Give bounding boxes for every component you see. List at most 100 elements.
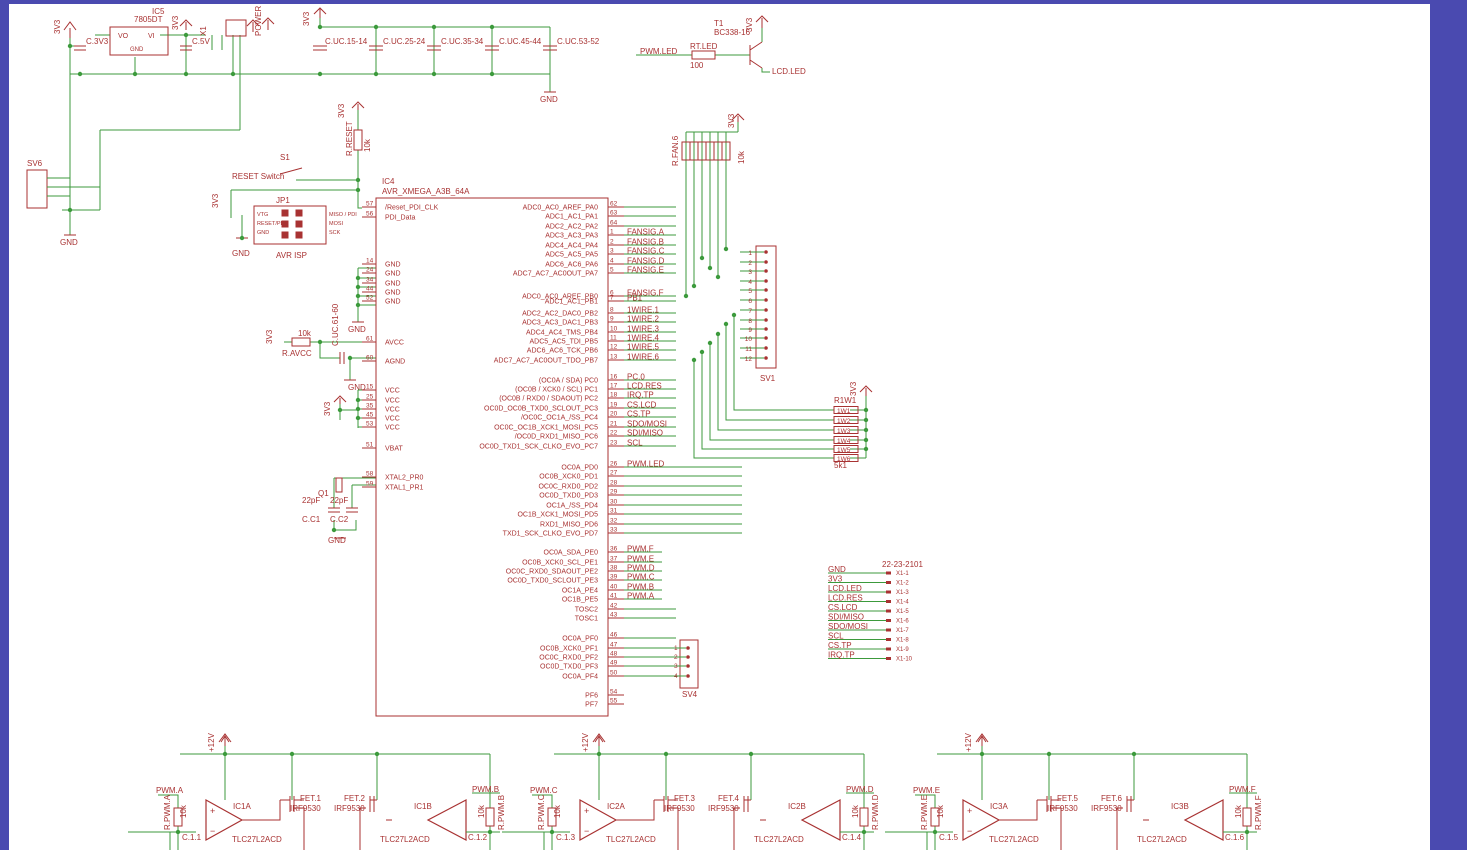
- mcu-right-pin-label: OC0D_TXD0_PD3: [539, 493, 598, 500]
- mcu-right-pin-label: TXD1_SCK_CLKO_EVO_PD7: [503, 531, 598, 538]
- mcu-right-pin-label: ADC7_AC7_AC0OUT_TDO_PB7: [494, 358, 598, 365]
- x1-pin-label: X1-8: [896, 638, 909, 644]
- supply-label-3v3-c: 3V3: [302, 11, 311, 26]
- junction-dot: [374, 751, 380, 757]
- mcu-right-pin-label: OC0B_XCK0_PD1: [539, 474, 598, 481]
- input-b-resistor-label: R.PWM.D: [871, 794, 880, 830]
- mcu-right-pin-label: OC1B_XCK1_MOSI_PD5: [517, 512, 598, 519]
- mcu-net-label: PWM.D: [627, 564, 655, 573]
- x1-pin-contact: [886, 628, 891, 632]
- mcu-right-pin-label: OC0C_RXD0_SDAOUT_PE2: [506, 569, 598, 576]
- mcu-left-pin-label: GND: [385, 262, 401, 269]
- junction-dot: [175, 829, 181, 835]
- mcu-net-label: FANSIG.E: [627, 266, 664, 275]
- opamp-a-name: IC3A: [990, 802, 1008, 811]
- sv1-label: SV1: [760, 374, 776, 383]
- sv6-connector: [26, 169, 48, 209]
- gnd-label-agnd: GND: [348, 383, 366, 392]
- x1-pin-label: X1-4: [896, 600, 909, 606]
- mcu-net-label: PWM.B: [627, 583, 654, 592]
- mcu-left-pin-label: GND: [385, 281, 401, 288]
- opamp-b-value: TLC27L2ACD: [380, 835, 430, 844]
- ic5-vi-label: VI: [148, 33, 155, 40]
- input-resistor-value: 10k: [553, 804, 562, 818]
- mcu-left-pin-label: VCC: [385, 407, 400, 414]
- left-parts: SV6 GND R.RESET 10k 3V3 S1 RESET Switch …: [26, 101, 376, 545]
- c1-value: 22pF: [302, 496, 320, 505]
- mcu-net-label: FANSIG.B: [627, 238, 664, 247]
- input-b-resistor: [859, 807, 869, 827]
- mcu-name: IC4: [382, 177, 395, 186]
- mcu-right-pin-num: 17: [610, 383, 618, 390]
- junction-dot: [596, 751, 602, 757]
- x1-pin-contact: [886, 590, 891, 594]
- gnd-label-isp: GND: [232, 249, 250, 258]
- r1w-resistor: [833, 416, 859, 424]
- mcu-right-pin-label: (OC0B / XCK0 / SCL) PC1: [515, 387, 598, 394]
- mcu-right-pin-num: 9: [610, 316, 614, 323]
- gnd-label-xtal: GND: [328, 536, 346, 545]
- mcu-right-pin-num: 36: [610, 546, 618, 553]
- mcu-left-pin-num: 56: [366, 211, 374, 218]
- sv1-pin-num: 10: [745, 336, 753, 343]
- mcu-right-pin-num: 7: [610, 295, 614, 302]
- sv1-pin-num: 12: [745, 356, 753, 363]
- mcu-right-pin-label: OC0D_OC0B_TXD0_SCLOUT_PC3: [484, 406, 598, 413]
- input-resistor-value: 10k: [936, 804, 945, 818]
- sv1-pin-contact: [764, 288, 768, 292]
- mcu-right-pin-num: 46: [610, 632, 618, 639]
- opamp-a-value: TLC27L2ACD: [606, 835, 656, 844]
- input-resistor-value: 10k: [179, 804, 188, 818]
- mcu-right-pin-num: 62: [610, 201, 618, 208]
- mcu-right-pin-label: ADC1_AC1_PA1: [545, 214, 598, 221]
- c-c2-label: C.C2: [330, 515, 349, 524]
- mcu-right-pin-num: 2: [610, 239, 614, 246]
- junction-dot: [979, 751, 985, 757]
- sv4-pin-contact: [686, 646, 690, 650]
- mcu-left-pin-num: 24: [366, 267, 374, 274]
- x1-pin-label: X1-2: [896, 581, 909, 587]
- isp-right-2: MOSI: [329, 221, 344, 227]
- opamp-a-name: IC2A: [607, 802, 625, 811]
- gnd-label-top: GND: [540, 95, 558, 104]
- input-b-resistor: [1242, 807, 1252, 827]
- mcu-right-pin-label: TOSC1: [575, 616, 598, 623]
- supply-12v-symbol: [975, 733, 989, 746]
- mcu-right-pin-label: ADC6_AC6_PA6: [545, 262, 598, 269]
- x1-pin-contact: [886, 600, 891, 603]
- mcu-right-pin-label: RXD1_MISO_PD6: [540, 522, 598, 529]
- supply-label-3v3-b: 3V3: [171, 15, 180, 30]
- opamp-a-value: TLC27L2ACD: [232, 835, 282, 844]
- junction-dot: [861, 829, 867, 835]
- fet-b: [359, 796, 392, 850]
- sv1-pin-num: 11: [745, 346, 752, 353]
- r-fan-value: 10k: [737, 150, 746, 164]
- r1w-resistor-label: 1W3: [837, 428, 851, 435]
- fet-b: [1116, 796, 1149, 850]
- mcu-right-pin-num: 48: [610, 651, 618, 658]
- mcu-left-pin-label: AGND: [385, 359, 405, 366]
- pwm-input-b-label: PWM.D: [846, 785, 874, 794]
- sv1-pin-contact: [764, 327, 768, 331]
- input-b-wire: [466, 790, 500, 850]
- reset-3v3-label: 3V3: [337, 103, 346, 118]
- avcc-3v3-label: 3V3: [265, 329, 274, 344]
- mcu-right-pin-label: ADC6_AC6_TCK_PB6: [527, 348, 598, 355]
- mcu-net-label: SDO/MOSI: [627, 420, 667, 429]
- mcu-left-pins: 57/Reset_PDI_CLK56PDI_Data14GND24GND34GN…: [362, 201, 439, 492]
- input-b-resistor: [485, 807, 495, 827]
- mcu-net-label: 1WIRE.6: [627, 353, 660, 362]
- gnd-label-mcu: GND: [348, 325, 366, 334]
- mcu-left-pin-label: VCC: [385, 425, 400, 432]
- mcu-right-pin-num: 12: [610, 344, 618, 351]
- input-b-cap-label: C.1.6: [1225, 833, 1245, 842]
- opamp-a-plus: +: [210, 806, 215, 816]
- rt-led-value: 100: [690, 61, 704, 70]
- mcu-right-pin-num: 29: [610, 489, 618, 496]
- r-reset-value: 10k: [363, 138, 372, 152]
- fet-a-name: FET.3: [674, 794, 695, 803]
- x1-pin-label: X1-5: [896, 609, 909, 615]
